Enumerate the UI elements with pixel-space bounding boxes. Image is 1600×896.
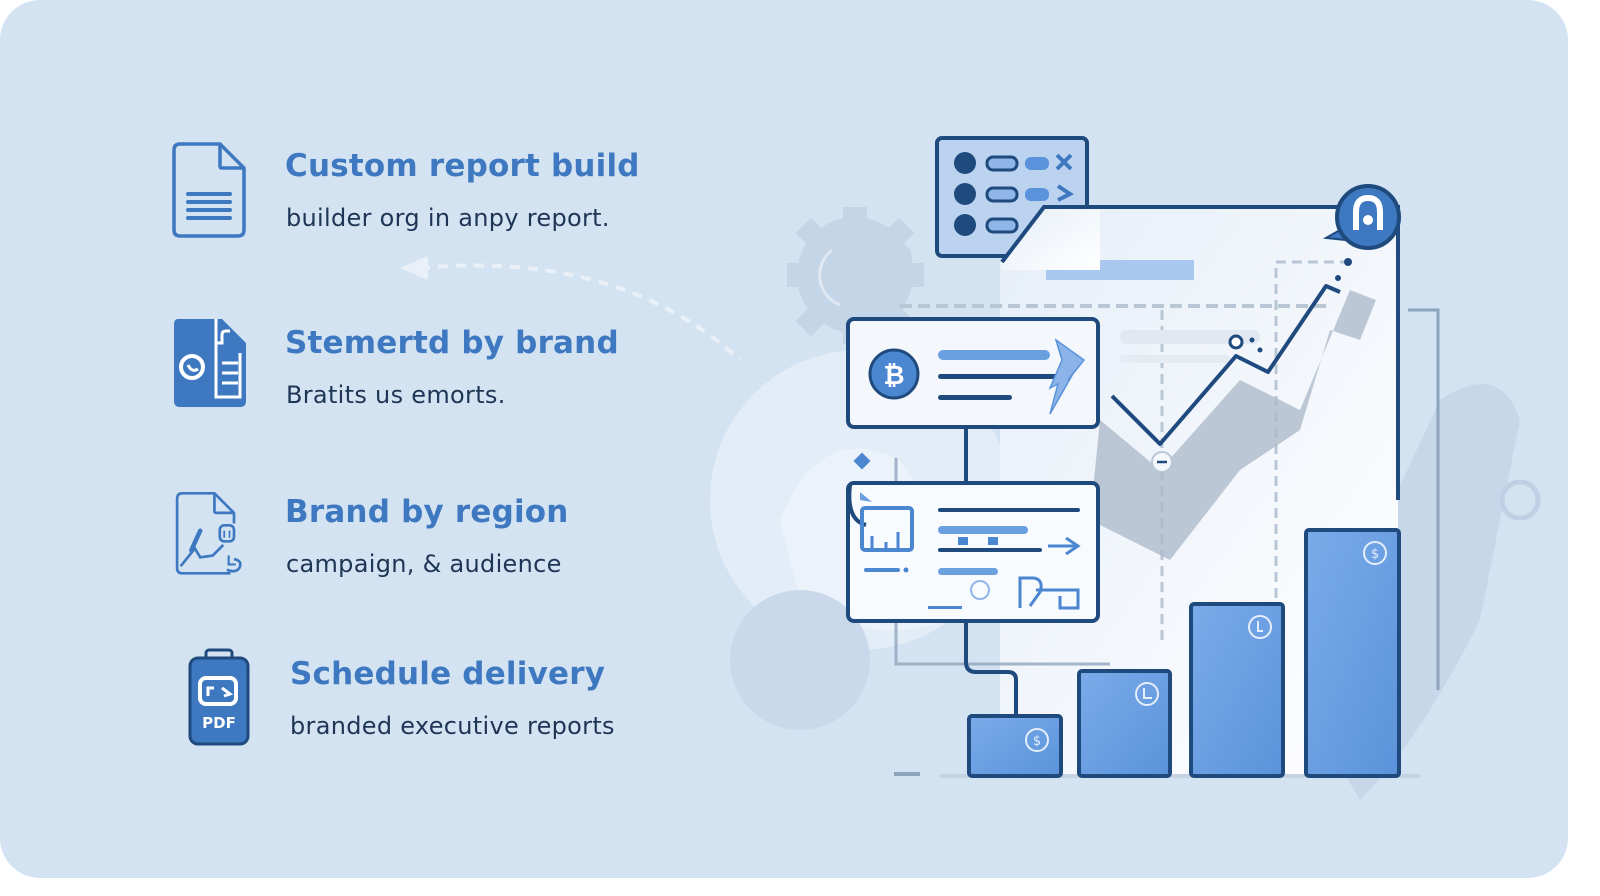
bar-2 bbox=[1077, 669, 1172, 778]
feature-subtitle: branded executive reports bbox=[290, 712, 615, 740]
feature-title: Custom report build bbox=[285, 148, 640, 184]
clock-icon bbox=[1135, 682, 1159, 706]
feature-title: Brand by region bbox=[285, 494, 569, 530]
feature-title: Stemertd by brand bbox=[285, 325, 619, 361]
arrow-right-icon bbox=[1048, 536, 1081, 556]
pdf-label: PDF bbox=[202, 714, 236, 732]
analytics-card bbox=[846, 481, 1100, 716]
svg-text:$: $ bbox=[1033, 734, 1041, 749]
bitcoin-card: ₿ bbox=[846, 317, 1100, 484]
dollar-icon bbox=[1025, 728, 1049, 752]
svg-text:₿: ₿ bbox=[883, 361, 904, 391]
feature-subtitle: builder org in anpy report. bbox=[286, 204, 610, 232]
trend-point bbox=[1228, 334, 1244, 350]
trend-line bbox=[1110, 284, 1341, 446]
feature-brand[interactable]: Stemertd by brand Bratits us emorts. bbox=[170, 317, 730, 427]
gear-icon bbox=[730, 590, 870, 730]
pdf-clipboard-icon: PDF bbox=[188, 648, 250, 746]
brand-document-icon bbox=[174, 319, 246, 407]
bar-4: $ bbox=[1304, 528, 1401, 778]
lightning-icon bbox=[1048, 338, 1086, 415]
clock-icon bbox=[1248, 615, 1272, 639]
close-icon bbox=[1055, 153, 1073, 171]
bar-chart: $ $ bbox=[940, 528, 1420, 778]
bar-1: $ bbox=[967, 714, 1063, 778]
feature-custom-report[interactable]: Custom report build builder org in anpy … bbox=[170, 140, 730, 250]
settings-list-panel bbox=[935, 136, 1100, 270]
feature-schedule[interactable]: PDF Schedule delivery branded executive … bbox=[170, 648, 730, 758]
bar-3 bbox=[1189, 602, 1285, 778]
feature-card: Custom report build builder org in anpy … bbox=[0, 0, 1568, 878]
svg-text:$: $ bbox=[1371, 547, 1379, 562]
feature-title: Schedule delivery bbox=[290, 656, 606, 692]
feature-subtitle: Bratits us emorts. bbox=[286, 381, 506, 409]
feature-region[interactable]: Brand by region campaign, & audience bbox=[170, 486, 730, 596]
user-avatar-icon bbox=[1322, 184, 1401, 250]
document-icon bbox=[172, 142, 246, 238]
feature-subtitle: campaign, & audience bbox=[286, 550, 562, 578]
bitcoin-icon bbox=[868, 348, 920, 400]
analytics-illustration: ₿ bbox=[400, 136, 1541, 800]
mini-chart-icon bbox=[860, 506, 914, 552]
region-chart-document-icon bbox=[175, 492, 242, 575]
dollar-icon bbox=[1363, 541, 1387, 565]
